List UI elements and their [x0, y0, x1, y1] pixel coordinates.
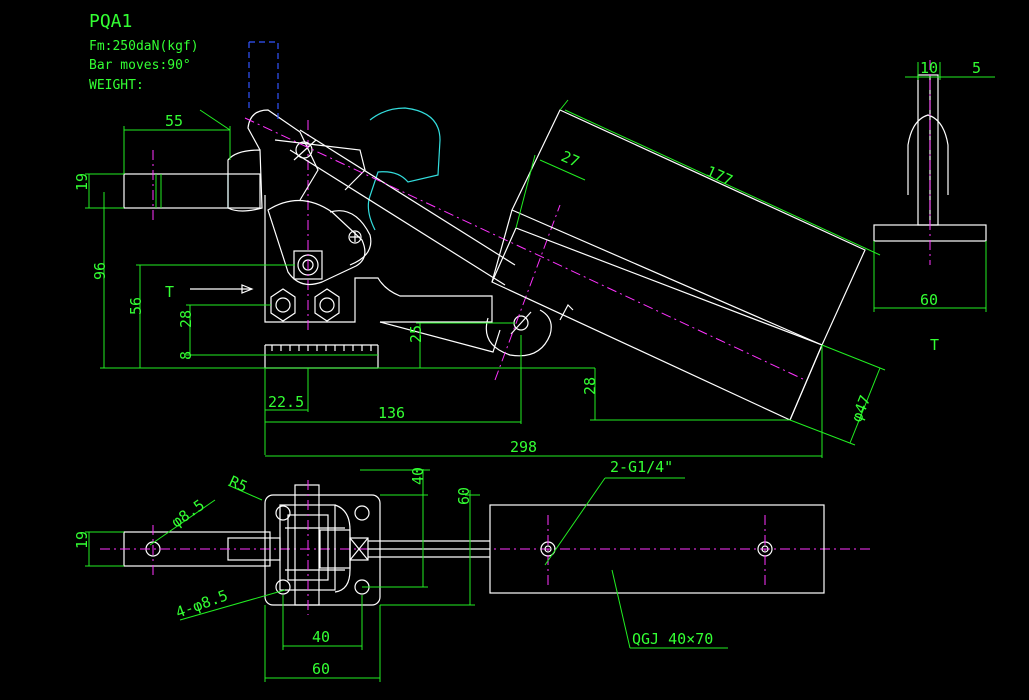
dim-40-horiz: 40 — [312, 628, 330, 646]
model-name: PQA1 — [89, 11, 132, 32]
dim-40-vert: 40 — [409, 467, 427, 485]
dim-r5: R5 — [226, 472, 250, 496]
port-label: 2-G1/4" — [610, 458, 673, 476]
top-view: 19 φ8.5 R5 4-φ8.5 40 60 40 60 — [73, 458, 870, 682]
open-position-outline — [248, 41, 279, 120]
mount-hole-icon — [354, 505, 370, 521]
dim-phi8-5: φ8.5 — [168, 496, 208, 531]
bar-moves-spec: Bar moves:90° — [89, 58, 191, 73]
weight-spec: WEIGHT: — [89, 78, 144, 93]
dim-19: 19 — [73, 173, 91, 191]
cylinder-body — [511, 109, 866, 346]
dim-96: 96 — [91, 262, 109, 280]
title-block: PQA1 Fm:250daN(kgf) Bar moves:90° WEIGHT… — [89, 11, 199, 93]
clamp-bar — [123, 173, 261, 209]
dim-8: 8 — [177, 351, 195, 360]
dim-phi47: φ47 — [848, 393, 875, 425]
dim-60-vert: 60 — [455, 487, 473, 505]
top-cylinder — [489, 504, 825, 594]
base-body — [264, 195, 493, 323]
section-mark-t-end: T — [930, 336, 939, 354]
dim-177: 177 — [703, 162, 735, 189]
top-base-plate — [264, 494, 381, 606]
mount-hole-icon — [275, 579, 291, 595]
dim-28-left: 28 — [177, 310, 195, 328]
dim-56: 56 — [127, 297, 145, 315]
dim-4-phi8-5: 4-φ8.5 — [173, 586, 230, 621]
dimensions-side: 55 19 96 56 28 8 2 — [73, 99, 886, 458]
handle-open-outline — [367, 107, 441, 231]
end-view: 60 10 5 T — [873, 59, 995, 354]
dim-5: 5 — [972, 59, 981, 77]
mount-hole-icon — [275, 505, 291, 521]
end-view-bar — [907, 114, 949, 195]
dim-10: 10 — [920, 59, 938, 77]
force-spec: Fm:250daN(kgf) — [89, 39, 199, 54]
dim-60-horiz: 60 — [312, 660, 330, 678]
dim-22-5: 22.5 — [268, 393, 304, 411]
section-mark-t: T — [165, 283, 174, 301]
mounting-bolt-hex-icon — [314, 288, 340, 322]
dim-25: 25 — [407, 325, 425, 343]
mounting-bolt-hex-icon — [270, 288, 296, 322]
cylinder-label: QGJ 40×70 — [632, 630, 713, 648]
dim-28-right: 28 — [581, 377, 599, 395]
dim-136: 136 — [378, 404, 405, 422]
dim-55: 55 — [165, 112, 183, 130]
dim-19-top: 19 — [73, 531, 91, 549]
dimensions-top: 19 φ8.5 R5 4-φ8.5 40 60 40 60 — [73, 458, 728, 682]
dim-298: 298 — [510, 438, 537, 456]
side-view: T 55 19 96 56 — [73, 41, 886, 458]
dim-60-end: 60 — [920, 291, 938, 309]
dim-27: 27 — [558, 147, 582, 171]
